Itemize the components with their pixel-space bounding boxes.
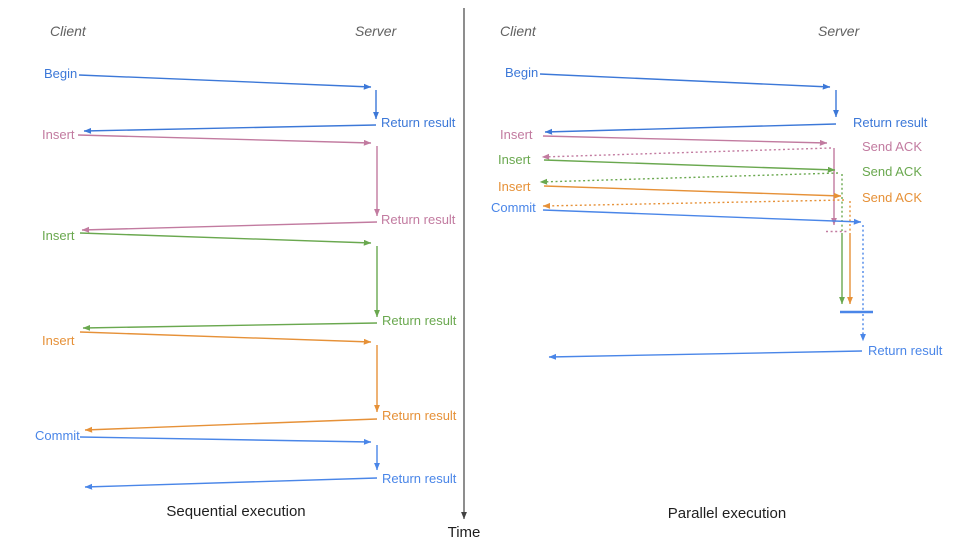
- par-message-commit: Commit Return result: [491, 200, 943, 360]
- seq-commit-response-arrow: [84, 477, 378, 490]
- par-commit-response-arrow: [548, 350, 863, 360]
- par-insert3-request-arrow: [543, 185, 842, 199]
- parallel-panel: Client Server Begin Return result Insert…: [491, 23, 943, 522]
- par-client-header: Client: [500, 23, 537, 39]
- seq-message-insert2: Insert Return result: [42, 228, 457, 331]
- par-server-header: Server: [818, 23, 861, 39]
- time-axis: Time: [448, 8, 481, 540]
- seq-message-commit: Commit Return result: [35, 428, 457, 490]
- par-insert1-request-label: Insert: [500, 127, 533, 142]
- par-insert1-ack-label: Send ACK: [862, 139, 922, 154]
- seq-begin-request-arrow: [78, 74, 372, 90]
- seq-insert2-response-arrow: [82, 322, 378, 331]
- par-insert1-request-arrow: [542, 135, 828, 146]
- par-commit-request-label: Commit: [491, 200, 536, 215]
- seq-client-header: Client: [50, 23, 87, 39]
- seq-insert2-request-arrow: [79, 232, 372, 246]
- par-insert2-request-arrow: [543, 159, 836, 173]
- seq-commit-response-label: Return result: [382, 471, 457, 486]
- seq-insert2-response-label: Return result: [382, 313, 457, 328]
- seq-insert1-response-arrow: [81, 221, 378, 233]
- par-insert3-ack-arrow: [542, 199, 845, 209]
- parallel-panel-title: Parallel execution: [668, 505, 786, 522]
- par-message-begin: Begin Return result: [505, 65, 928, 135]
- seq-begin-response-arrow: [83, 124, 377, 134]
- seq-message-insert1: Insert Return result: [42, 127, 456, 233]
- seq-commit-request-arrow: [79, 436, 372, 445]
- seq-insert1-request-arrow: [77, 134, 372, 146]
- sequential-panel: Client Server Begin Return result Insert…: [35, 23, 457, 520]
- seq-insert2-request-label: Insert: [42, 228, 75, 243]
- seq-begin-response-label: Return result: [381, 115, 456, 130]
- par-insert2-request-label: Insert: [498, 152, 531, 167]
- seq-server-header: Server: [355, 23, 398, 39]
- par-insert3-ack-label: Send ACK: [862, 190, 922, 205]
- seq-commit-request-label: Commit: [35, 428, 80, 443]
- par-insert1-ack-arrow: [541, 147, 832, 160]
- par-begin-request-label: Begin: [505, 65, 538, 80]
- par-commit-request-arrow: [542, 209, 862, 225]
- par-insert3-request-label: Insert: [498, 179, 531, 194]
- seq-insert3-response-label: Return result: [382, 408, 457, 423]
- par-insert2-ack-label: Send ACK: [862, 164, 922, 179]
- par-insert2-ack-arrow: [539, 172, 839, 185]
- par-message-insert3: Insert Send ACK: [498, 179, 922, 305]
- seq-begin-request-label: Begin: [44, 66, 77, 81]
- par-begin-request-arrow: [539, 73, 831, 90]
- sequential-panel-title: Sequential execution: [166, 503, 305, 520]
- seq-message-begin: Begin Return result: [44, 66, 456, 134]
- time-axis-label: Time: [448, 524, 481, 540]
- seq-insert1-response-label: Return result: [381, 212, 456, 227]
- seq-message-insert3: Insert Return result: [42, 331, 457, 433]
- seq-insert1-request-label: Insert: [42, 127, 75, 142]
- par-commit-response-label: Return result: [868, 343, 943, 358]
- par-message-insert2: Insert Send ACK: [498, 152, 922, 305]
- par-begin-response-arrow: [544, 123, 837, 135]
- seq-insert3-request-arrow: [79, 331, 372, 345]
- par-message-insert1: Insert Send ACK: [500, 127, 922, 233]
- seq-insert3-request-label: Insert: [42, 333, 75, 348]
- par-begin-response-label: Return result: [853, 115, 928, 130]
- seq-insert3-response-arrow: [84, 418, 378, 433]
